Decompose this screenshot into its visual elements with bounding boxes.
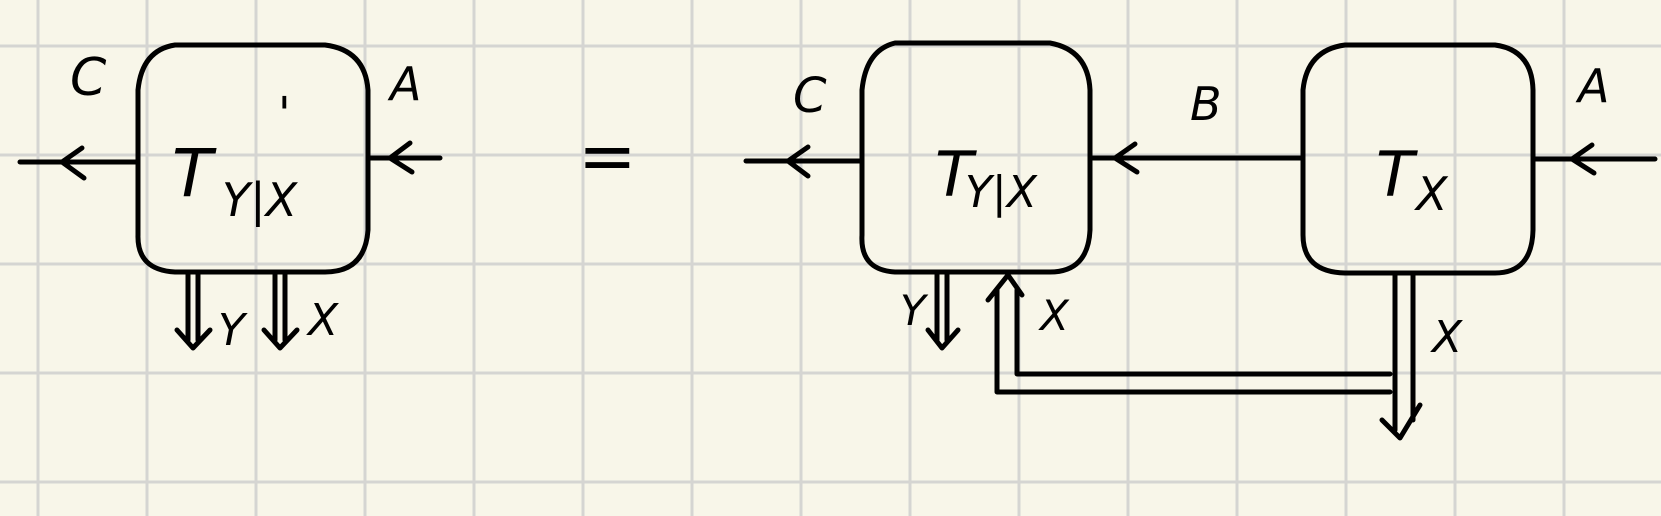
rhs-right-wire-label: A (1575, 59, 1609, 113)
lhs-box-prime: ' (278, 87, 291, 141)
lhs-out-x-arrow (261, 327, 300, 351)
rhs-in-x-label: X (1038, 291, 1070, 340)
rhs-box2-label: T (1376, 138, 1418, 211)
rhs-left-arrow (785, 144, 811, 179)
rhs-copy-x-arrow (1379, 402, 1423, 441)
lhs-box (135, 42, 371, 275)
rhs-box1-subscript: Y|X (965, 167, 1038, 218)
rhs-right-arrow (1569, 142, 1597, 176)
lhs-left-wire-label: C (70, 48, 107, 108)
lhs-out-y-arrow (174, 327, 213, 351)
rhs-box2-subscript: X (1414, 167, 1449, 221)
lhs-box-label: T (172, 135, 217, 212)
rhs-box1 (859, 40, 1093, 275)
lhs-channel: T ' Y|X C A Y X (17, 42, 443, 356)
equals-sign: = (578, 115, 637, 197)
lhs-left-arrow (59, 145, 87, 181)
rhs-in-x-wire-inner (1014, 287, 1393, 377)
lhs-out-x-label: X (306, 295, 339, 346)
rhs-out-y-arrow (925, 327, 961, 351)
rhs-middle-arrow (1112, 141, 1140, 175)
rhs-box1-label: T (935, 138, 977, 211)
lhs-right-wire-label: A (387, 57, 421, 111)
rhs-box2 (1300, 42, 1536, 276)
lhs-right-arrow (387, 140, 415, 175)
rhs-in-x-wire-outer (994, 287, 1393, 395)
rhs-composition: T Y|X T X C B A Y X X (743, 40, 1658, 441)
rhs-copy-x-label: X (1430, 312, 1463, 363)
lhs-box-subscript: Y|X (222, 173, 299, 228)
rhs-in-x-arrow (985, 272, 1025, 303)
rhs-out-y-label: Y (900, 286, 929, 335)
lhs-out-y-label: Y (218, 305, 248, 356)
rhs-left-wire-label: C (793, 68, 827, 124)
rhs-middle-wire-label: B (1190, 77, 1222, 131)
